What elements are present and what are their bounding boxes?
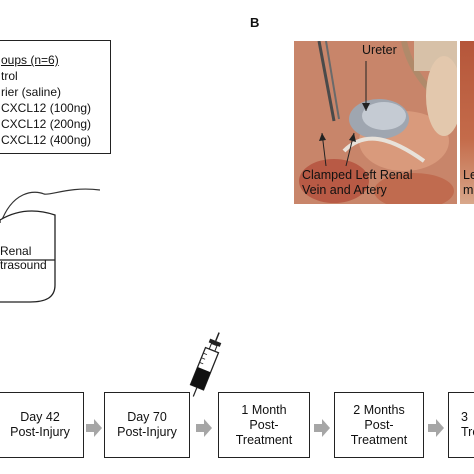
right-arrow-icon: [86, 419, 102, 437]
timeline-box: Day 70 Post-Injury: [104, 392, 190, 458]
timeline-line: Treatment: [235, 432, 293, 447]
timeline-box: 3 Tre: [448, 392, 474, 458]
timeline-line: Post-: [364, 417, 394, 432]
timeline-line: Day 70: [127, 410, 167, 424]
timeline-line: Tre: [461, 425, 474, 439]
second-label-line1: Le: [463, 168, 474, 182]
timeline-line: Post-Injury: [10, 425, 70, 439]
clamp-label-line1: Clamped Left Renal: [302, 168, 413, 182]
second-label-line2: m: [463, 183, 474, 197]
timeline-line: Day 42: [20, 410, 60, 424]
right-arrow-icon: [314, 419, 330, 437]
photo-illustration: [294, 41, 457, 204]
timeline-line: 1 Month: [241, 402, 287, 417]
timeline-box: Day 42 Post-Injury: [0, 392, 84, 458]
panel-label: B: [250, 15, 260, 30]
device-label-line1: Renal: [0, 244, 32, 258]
clamp-label-line2: Vein and Artery: [302, 183, 387, 197]
ultrasound-device-icon: [0, 188, 100, 303]
groups-box: oups (n=6) trol rier (saline) CXCL12 (10…: [0, 40, 111, 154]
ureter-label: Ureter: [362, 43, 397, 57]
group-item: rier (saline): [1, 85, 62, 99]
timeline-line: 2 Months: [353, 402, 405, 417]
timeline-box: 2 Months Post- Treatment: [334, 392, 424, 458]
group-item: trol: [1, 69, 18, 83]
timeline-line: Treatment: [350, 432, 408, 447]
timeline-line: Post-: [249, 417, 279, 432]
group-item: CXCL12 (400ng): [1, 133, 92, 147]
syringe-icon: [189, 332, 222, 397]
device-label-line2: trasound: [0, 258, 47, 272]
timeline-line: 3: [461, 410, 468, 424]
right-arrow-icon: [196, 419, 212, 437]
group-item: CXCL12 (100ng): [1, 101, 92, 115]
surgical-photo: Ureter Clamped Left Renal Vein and Arter…: [294, 41, 457, 204]
groups-title: oups (n=6): [1, 53, 59, 67]
second-photo: Le m: [460, 41, 474, 204]
timeline-box: 1 Month Post- Treatment: [218, 392, 310, 458]
group-item: CXCL12 (200ng): [1, 117, 92, 131]
timeline-line: Post-Injury: [117, 425, 177, 439]
right-arrow-icon: [428, 419, 444, 437]
